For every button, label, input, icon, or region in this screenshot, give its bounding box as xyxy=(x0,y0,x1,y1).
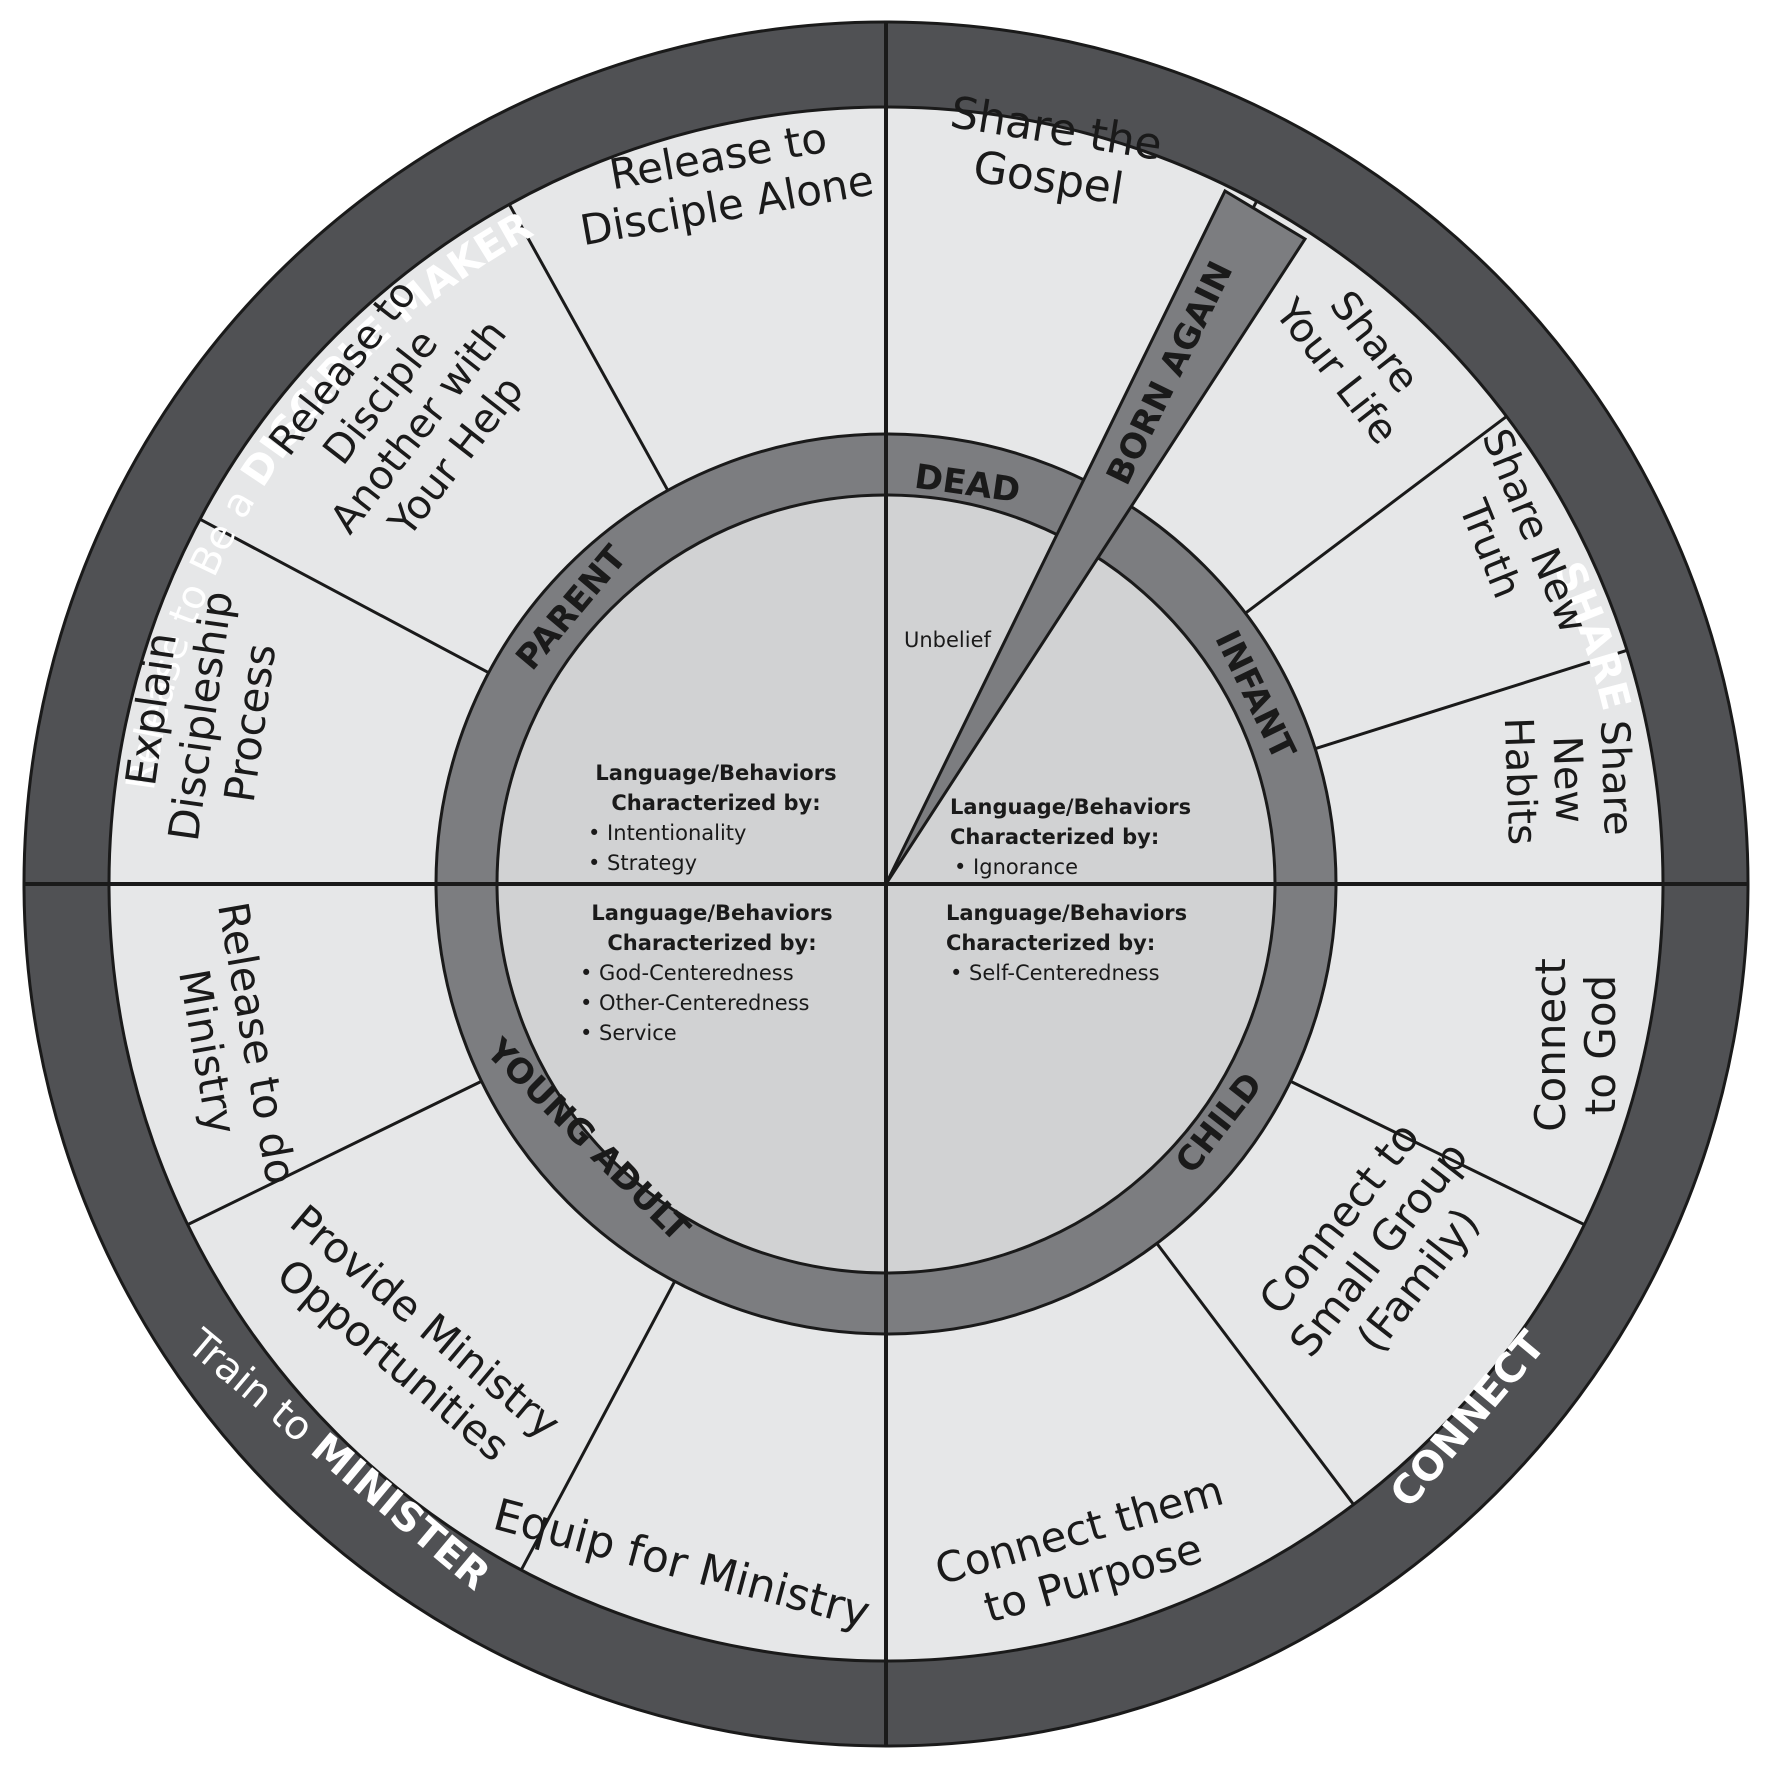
young-adult-heading-line-2: Characterized by: xyxy=(607,931,816,955)
born-again-wedge xyxy=(884,188,1308,885)
young-adult-item: • Service xyxy=(580,1021,677,1045)
young-adult-characteristics: Language/Behaviors Characterized by: • G… xyxy=(580,901,833,1045)
segment-label-connect-god: Connectto God xyxy=(1526,958,1625,1132)
infant-heading-line-1: Language/Behaviors xyxy=(950,795,1191,819)
young-adult-heading-line-1: Language/Behaviors xyxy=(591,901,832,925)
segment-divider-line xyxy=(199,517,490,675)
segment-label-line: New xyxy=(1543,735,1592,824)
segment-divider-line xyxy=(186,1079,483,1226)
segment-divider-line xyxy=(1244,415,1508,615)
segment-divider-line xyxy=(1289,1079,1586,1226)
segment-label-line: Habits xyxy=(1495,717,1545,846)
segment-divider-line xyxy=(507,203,670,492)
segment-label-share-habits: ShareNewHabits xyxy=(1495,713,1641,846)
child-item: • Self-Centeredness xyxy=(950,961,1160,985)
segment-label-explain-process: ExplainDiscipleshipProcess xyxy=(109,581,292,851)
child-characteristics: Language/Behaviors Characterized by: • S… xyxy=(946,901,1187,985)
parent-heading-line-2: Characterized by: xyxy=(611,791,820,815)
child-heading-line-2: Characterized by: xyxy=(946,931,1155,955)
young-adult-item: • Other-Centeredness xyxy=(580,991,810,1015)
segment-label-line: to God xyxy=(1576,975,1625,1115)
infant-heading-line-2: Characterized by: xyxy=(950,825,1159,849)
segment-label-line: Connect xyxy=(1526,958,1575,1132)
segment-label-line: Share xyxy=(1591,719,1641,836)
segment-divider-line xyxy=(1155,1242,1355,1506)
young-adult-item: • God-Centeredness xyxy=(580,961,794,985)
child-heading-line-1: Language/Behaviors xyxy=(946,901,1187,925)
parent-item: • Intentionality xyxy=(588,821,746,845)
parent-heading-line-1: Language/Behaviors xyxy=(595,761,836,785)
infant-characteristics: Language/Behaviors Characterized by: • I… xyxy=(950,795,1191,879)
segment-dividers xyxy=(186,200,1628,1571)
infant-item: • Ignorance xyxy=(954,855,1078,879)
dead-characteristic: Unbelief xyxy=(904,628,992,652)
segment-divider-line xyxy=(519,1280,677,1571)
segment-divider-line xyxy=(1314,648,1628,751)
parent-item: • Strategy xyxy=(588,851,697,875)
parent-characteristics: Language/Behaviors Characterized by: • I… xyxy=(588,761,837,875)
